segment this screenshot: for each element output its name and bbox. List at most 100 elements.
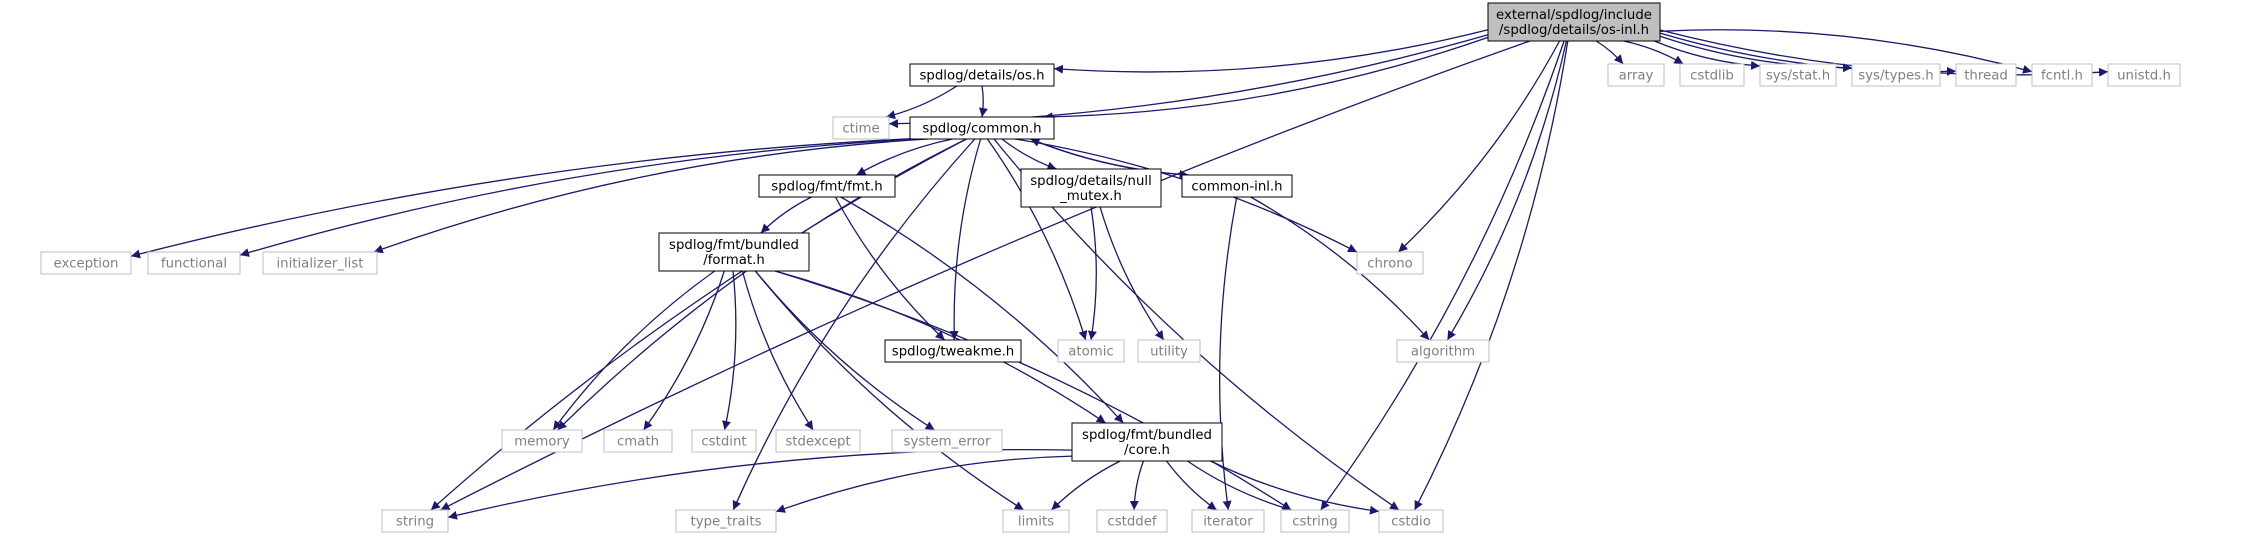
edge-common_h-to-exception <box>130 138 911 259</box>
node-box-thread <box>1955 63 2017 87</box>
node-label-format_h-0: spdlog/fmt/bundled <box>669 238 799 253</box>
edge-os_h-to-common_h <box>978 85 988 118</box>
edge-format_h-to-cstring <box>774 270 1292 511</box>
node-functional: functional <box>147 251 241 275</box>
node-box-root <box>1487 2 1661 42</box>
node-label-sys_stat_h-0: sys/stat.h <box>1766 69 1830 84</box>
node-label-unistd_h-0: unistd.h <box>2117 69 2171 84</box>
node-common_h[interactable]: spdlog/common.h <box>909 116 1055 140</box>
edge-root-to-array <box>1595 40 1624 65</box>
node-box-cmath <box>603 429 673 453</box>
node-label-utility-0: utility <box>1150 345 1188 360</box>
node-label-common_h-0: spdlog/common.h <box>922 122 1041 137</box>
node-fmt_h[interactable]: spdlog/fmt/fmt.h <box>758 174 896 198</box>
node-box-string <box>381 509 449 533</box>
node-label-initializer_list-0: initializer_list <box>276 257 363 272</box>
node-label-algorithm-0: algorithm <box>1411 345 1475 360</box>
node-box-os_h <box>909 63 1055 87</box>
edge-common_h-to-functional <box>239 138 918 257</box>
node-box-initializer_list <box>262 251 378 275</box>
node-exception: exception <box>40 251 132 275</box>
node-box-algorithm <box>1396 339 1490 363</box>
node-label-exception-0: exception <box>54 257 119 272</box>
node-null_mutex_h[interactable]: spdlog/details/null_mutex.h <box>1020 168 1162 208</box>
node-cstdint: cstdint <box>691 429 757 453</box>
edge-common_inl_h-to-common_h <box>1030 138 1189 176</box>
node-cstring: cstring <box>1280 509 1350 533</box>
edge-common_h-to-null_mutex_h <box>1001 138 1057 171</box>
edge-core_h-to-iterator <box>1165 460 1218 511</box>
node-box-fmt_h <box>758 174 896 198</box>
node-label-format_h-1: /format.h <box>703 253 765 268</box>
edge-common_h-to-atomic <box>986 138 1088 341</box>
edge-common_inl_h-to-algorithm <box>1250 196 1430 341</box>
node-label-tweakme_h-0: spdlog/tweakme.h <box>892 345 1014 360</box>
node-label-cstdio-0: cstdio <box>1391 515 1431 530</box>
edge-format_h-to-limits <box>754 270 1025 511</box>
node-label-sys_types_h-0: sys/types.h <box>1858 69 1934 84</box>
node-string: string <box>381 509 449 533</box>
edge-core_h-to-limits <box>1051 460 1121 511</box>
node-label-array-0: array <box>1619 69 1654 84</box>
node-type_traits: type_traits <box>675 509 777 533</box>
node-label-memory-0: memory <box>514 435 570 450</box>
edge-os_h-to-ctime <box>885 85 958 120</box>
edge-root-to-os_h <box>1053 29 1489 74</box>
node-box-ctime <box>832 116 890 140</box>
node-cmath: cmath <box>603 429 673 453</box>
node-label-functional-0: functional <box>161 257 227 272</box>
node-tweakme_h[interactable]: spdlog/tweakme.h <box>884 339 1022 363</box>
node-label-cmath-0: cmath <box>617 435 659 450</box>
node-box-cstring <box>1280 509 1350 533</box>
node-limits: limits <box>1002 509 1070 533</box>
node-label-limits-0: limits <box>1018 515 1054 530</box>
node-label-core_h-1: /core.h <box>1124 443 1170 458</box>
edge-core_h-to-cstddef <box>1129 460 1145 511</box>
node-label-cstring-0: cstring <box>1292 515 1337 530</box>
edge-root-to-cstdlib <box>1623 40 1684 65</box>
node-common_inl_h[interactable]: common-inl.h <box>1181 174 1293 198</box>
node-box-memory <box>501 429 583 453</box>
edge-common_h-to-initializer_list <box>373 138 929 254</box>
node-system_error: system_error <box>891 429 1003 453</box>
node-sys_types_h: sys/types.h <box>1851 63 1941 87</box>
node-root[interactable]: external/spdlog/include/spdlog/details/o… <box>1487 2 1661 42</box>
node-box-common_inl_h <box>1181 174 1293 198</box>
node-box-common_h <box>909 116 1055 140</box>
node-format_h[interactable]: spdlog/fmt/bundled/format.h <box>658 232 810 272</box>
node-label-null_mutex_h-0: spdlog/details/null <box>1030 174 1152 189</box>
edge-common_inl_h-to-iterator <box>1219 196 1238 511</box>
node-thread: thread <box>1955 63 2017 87</box>
node-iterator: iterator <box>1191 509 1265 533</box>
node-box-cstddef <box>1096 509 1168 533</box>
edge-fmt_h-to-tweakme_h <box>834 196 946 341</box>
node-box-sys_stat_h <box>1759 63 1837 87</box>
node-box-cstdio <box>1378 509 1444 533</box>
node-label-thread-0: thread <box>1964 69 2008 84</box>
node-box-cstdlib <box>1679 63 1745 87</box>
node-box-system_error <box>891 429 1003 453</box>
node-label-null_mutex_h-1: _mutex.h <box>1059 189 1122 204</box>
edge-common_h-to-type_traits <box>732 138 976 511</box>
edge-common_h-to-tweakme_h <box>949 138 982 341</box>
node-ctime: ctime <box>832 116 890 140</box>
node-label-type_traits-0: type_traits <box>690 515 761 530</box>
node-os_h[interactable]: spdlog/details/os.h <box>909 63 1055 87</box>
node-box-iterator <box>1191 509 1265 533</box>
edge-format_h-to-core_h <box>775 270 1107 424</box>
node-atomic: atomic <box>1057 339 1125 363</box>
edge-null_mutex_h-to-utility <box>1099 206 1165 341</box>
node-cstdio: cstdio <box>1378 509 1444 533</box>
node-box-functional <box>147 251 241 275</box>
node-box-tweakme_h <box>884 339 1022 363</box>
edge-fmt_h-to-core_h <box>840 196 1124 424</box>
edge-root-to-fcntl_h <box>1659 29 2033 74</box>
edge-root-to-string <box>440 40 1531 511</box>
node-core_h[interactable]: spdlog/fmt/bundled/core.h <box>1071 422 1223 462</box>
node-box-cstdint <box>691 429 757 453</box>
node-algorithm: algorithm <box>1396 339 1490 363</box>
node-box-limits <box>1002 509 1070 533</box>
edge-core_h-to-cstdio <box>1210 460 1380 515</box>
node-box-format_h <box>658 232 810 272</box>
